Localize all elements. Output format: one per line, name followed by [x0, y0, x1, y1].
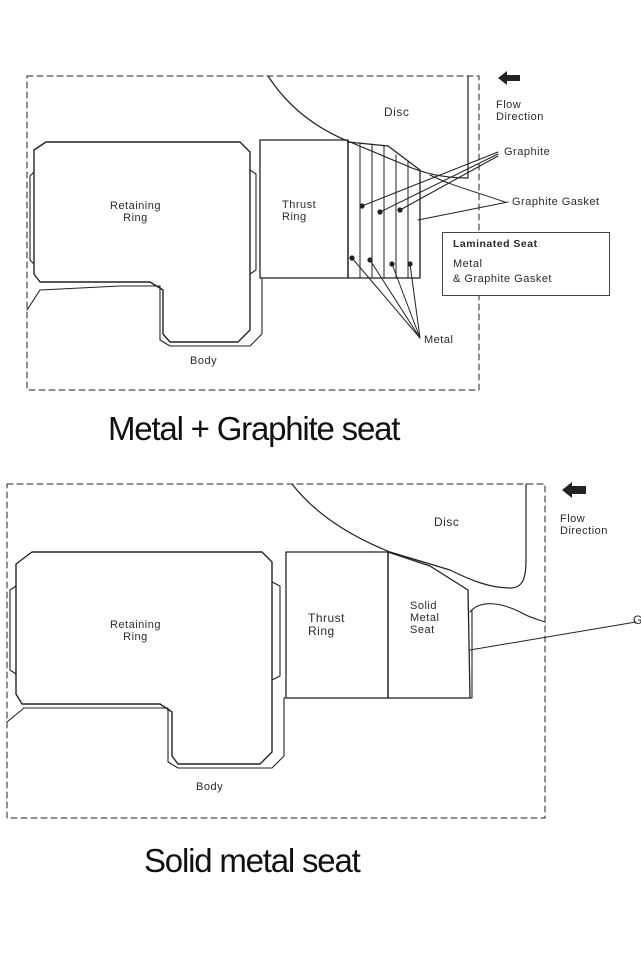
top-metal-label: Metal — [424, 334, 454, 346]
legend-line1: Metal — [453, 258, 483, 270]
top-retaining-ring — [33, 141, 251, 343]
legend-line2: & Graphite Gasket — [453, 273, 552, 285]
bottom-body-label: Body — [196, 781, 224, 793]
bottom-disc-outline — [291, 483, 527, 589]
bottom-retaining-ring — [15, 551, 273, 765]
bottom-retaining-ring-lip-right — [271, 581, 281, 681]
bottom-flow-direction-label: Flow Direction — [560, 513, 608, 537]
top-laminated-seat — [347, 141, 421, 279]
top-disc-label: Disc — [384, 105, 410, 119]
bottom-solid-metal-seat — [387, 551, 471, 699]
top-caption: Metal + Graphite seat — [108, 410, 400, 447]
bottom-retaining-ring-lip-left — [9, 585, 17, 675]
top-thrust-ring-label: Thrust Ring — [282, 199, 317, 223]
top-flow-direction-label: Flow Direction — [496, 99, 544, 123]
bottom-seat-label: Solid Metal Seat — [410, 600, 440, 636]
top-flow-arrow-icon — [498, 71, 520, 85]
top-graphite-gasket-label: Graphite Gasket — [512, 196, 600, 208]
bottom-cut-letter: G — [633, 613, 641, 627]
bottom-disc-label: Disc — [434, 515, 460, 529]
top-diagram — [26, 71, 520, 391]
top-graphite-label: Graphite — [504, 146, 551, 158]
top-retaining-ring-lip-right — [249, 169, 257, 275]
bottom-dashed-boundary — [6, 483, 546, 819]
bottom-retaining-ring-label: Retaining Ring — [110, 619, 161, 643]
top-disc-outline — [267, 75, 469, 179]
bottom-body-outline — [6, 609, 473, 769]
bottom-flow-arrow-icon — [562, 482, 586, 498]
top-legend-box: Laminated Seat Metal & Graphite Gasket — [442, 232, 610, 296]
top-retaining-ring-lip-left — [29, 171, 35, 265]
legend-title: Laminated Seat — [453, 238, 538, 250]
top-body-label: Body — [190, 355, 218, 367]
bottom-thrust-ring-label: Thrust Ring — [308, 611, 346, 638]
top-dashed-boundary — [26, 75, 480, 391]
top-body-outline — [26, 229, 421, 347]
bottom-diagram — [6, 482, 637, 819]
bottom-caption: Solid metal seat — [144, 842, 361, 879]
top-retaining-ring-label: Retaining Ring — [110, 200, 161, 224]
